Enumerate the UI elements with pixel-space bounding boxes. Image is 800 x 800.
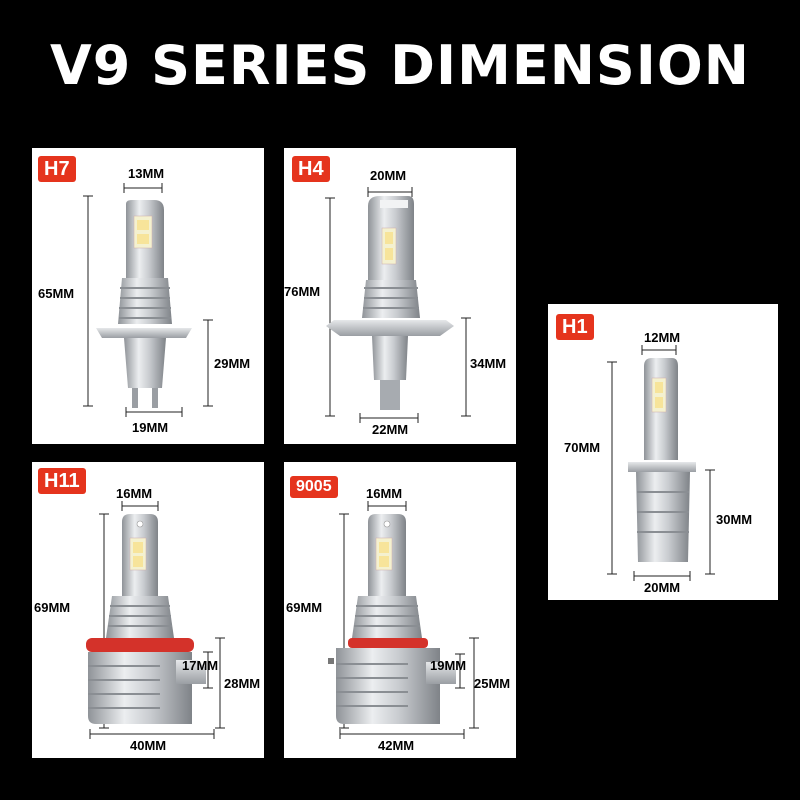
h11-card: H11 16MM 69MM 17MM 28MM 40MM (32, 462, 264, 758)
h4-bulb-drawing (325, 187, 471, 423)
h11-bulb-drawing (86, 501, 225, 739)
9005-connector-height: 19MM (430, 658, 467, 673)
h7-base-width: 19MM (132, 420, 169, 435)
h7-bulb (96, 200, 192, 408)
9005-height: 69MM (286, 600, 323, 615)
9005-base-width: 42MM (378, 738, 415, 753)
h4-base-height: 34MM (470, 356, 507, 371)
h7-card: H7 13MM 65MM 29MM 19MM (32, 148, 264, 444)
9005-bulb-drawing (328, 501, 479, 739)
9005-card: 9005 16MM 69MM 19MM 25MM 42MM (284, 462, 516, 758)
h4-bulb (326, 196, 454, 410)
9005-base-height: 25MM (474, 676, 511, 691)
h4-card: H4 20MM 76MM 34MM 22MM (284, 148, 516, 444)
page-title: V9 SERIES DIMENSION (49, 34, 750, 97)
9005-top-width: 16MM (366, 486, 403, 501)
h1-label-badge: H1 (556, 314, 594, 340)
h1-top-width: 12MM (644, 330, 681, 345)
h4-dimension-lines (325, 187, 471, 423)
h11-base-width: 40MM (130, 738, 167, 753)
h11-base-height: 28MM (224, 676, 261, 691)
h1-dimension-lines (607, 345, 715, 581)
h1-bulb-drawing (607, 345, 715, 581)
h11-top-width: 16MM (116, 486, 153, 501)
h1-bulb (628, 358, 696, 562)
h11-height: 69MM (34, 600, 71, 615)
h7-base-height: 29MM (214, 356, 251, 371)
h1-height: 70MM (564, 440, 601, 455)
9005-label-badge: 9005 (290, 476, 338, 498)
h11-connector-height: 17MM (182, 658, 219, 673)
h4-base-width: 22MM (372, 422, 409, 437)
h11-bulb (86, 514, 206, 724)
h1-base-width: 20MM (644, 580, 681, 595)
h4-label-badge: H4 (292, 156, 330, 182)
h1-base-height: 30MM (716, 512, 753, 527)
h11-label-badge: H11 (38, 468, 86, 494)
h4-height: 76MM (284, 284, 321, 299)
h4-top-width: 20MM (370, 168, 407, 183)
h7-label-badge: H7 (38, 156, 76, 182)
9005-bulb (328, 514, 456, 724)
h7-dimension-lines (83, 183, 213, 417)
h1-card: H1 12MM 70MM 30MM 20MM (548, 304, 778, 600)
h7-height: 65MM (38, 286, 75, 301)
h7-bulb-drawing (83, 183, 213, 417)
h7-top-width: 13MM (128, 166, 165, 181)
